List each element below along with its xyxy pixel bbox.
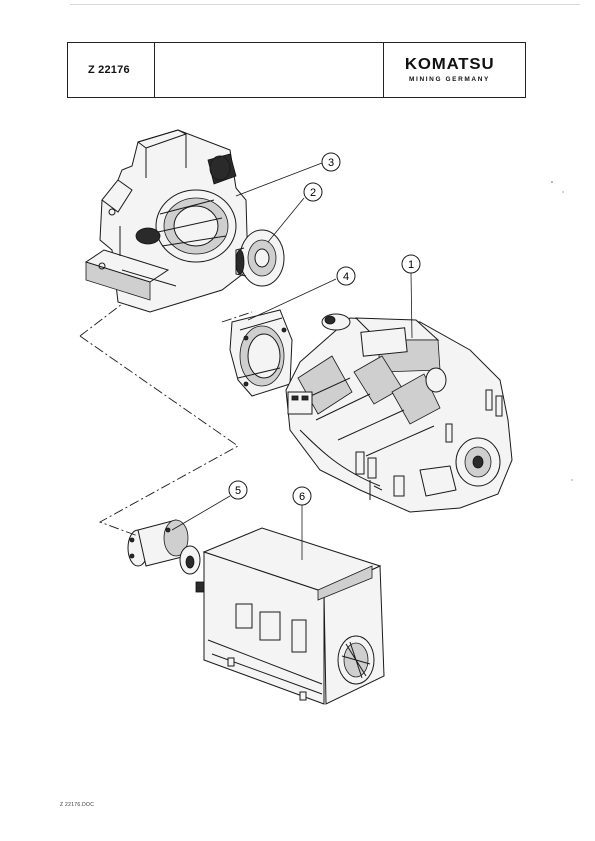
- assembly-centre-line: [79, 303, 253, 537]
- callout-6: 6: [292, 486, 312, 506]
- scan-speck: [562, 191, 564, 193]
- callout-1-label: 1: [408, 259, 414, 271]
- callout-6-label: 6: [299, 491, 305, 503]
- callout-5-label: 5: [235, 485, 241, 497]
- exploded-assembly-drawing: .k { fill:none; stroke:#1a1a1a; stroke-w…: [79, 129, 573, 705]
- scan-speck: [551, 181, 553, 183]
- electric-generator: [195, 527, 385, 705]
- title-block: Z 22176 KOMATSU MINING GERMANY: [67, 42, 526, 98]
- logo-brand-text: KOMATSU: [404, 56, 495, 73]
- elastic-coupling: [127, 519, 201, 575]
- callout-3-label: 3: [328, 157, 334, 169]
- leader-line-4: [247, 278, 337, 321]
- diesel-engine: [285, 313, 513, 513]
- document-id: Z 22176: [88, 64, 130, 76]
- title-block-blank-cell: [155, 43, 384, 97]
- gearbox-housing: [84, 129, 249, 313]
- leader-line-5: [171, 495, 231, 531]
- document-filename: Z 22176.DOC: [60, 802, 95, 808]
- brand-logo: KOMATSU MINING GERMANY: [384, 43, 525, 97]
- callout-4: 4: [336, 266, 356, 286]
- scan-edge-line: [70, 4, 580, 5]
- callout-5: 5: [228, 480, 248, 500]
- coupling-disc: [235, 229, 285, 287]
- scan-speck: [571, 479, 573, 481]
- callout-2-label: 2: [310, 187, 316, 199]
- leader-line-3: [235, 162, 323, 197]
- leader-line-1: [410, 272, 413, 339]
- flywheel-adapter-ring: [229, 309, 293, 397]
- document-id-cell: Z 22176: [68, 43, 155, 97]
- callout-4-label: 4: [343, 271, 349, 283]
- callout-3: 3: [321, 152, 341, 172]
- logo-subtitle: MINING GERMANY: [409, 76, 490, 83]
- callout-2: 2: [303, 182, 323, 202]
- callout-1: 1: [401, 254, 421, 274]
- leader-line-2: [267, 197, 305, 243]
